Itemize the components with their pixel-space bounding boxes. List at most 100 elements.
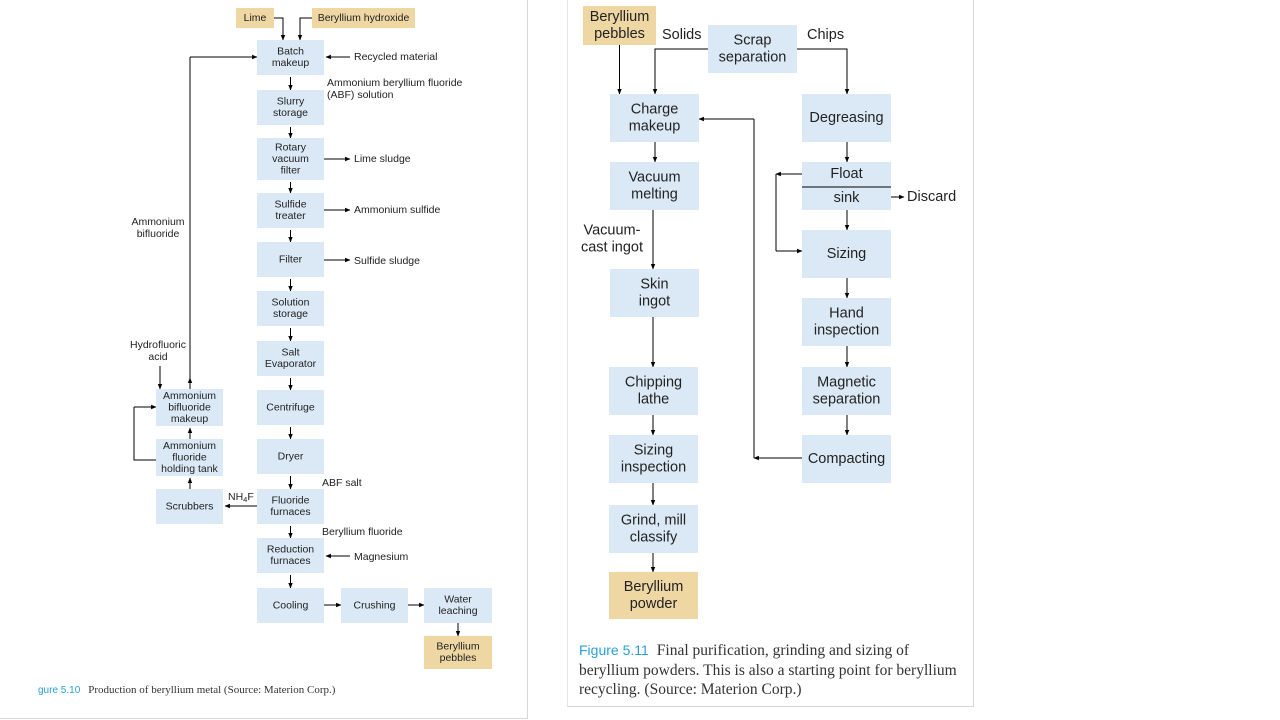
left-node-cooling-label: Cooling bbox=[273, 599, 309, 611]
left-node-cooling-box bbox=[257, 588, 324, 623]
left-arrow-beryllium-hydroxide bbox=[297, 17, 312, 41]
right-node-skin-ingot-box bbox=[610, 269, 699, 317]
right-node-degreasing: Degreasing bbox=[802, 94, 891, 142]
left-node-filter-label: Filter bbox=[279, 253, 303, 265]
left-label-abf-solution: Ammonium beryllium fluoride(ABF) solutio… bbox=[327, 77, 463, 101]
right-arrow-chips bbox=[797, 48, 850, 95]
right-label-vacuum-cast-ingot: Vacuum-cast ingot bbox=[581, 222, 643, 255]
left-node-dryer: Dryer bbox=[257, 439, 324, 474]
left-node-crushing-label: Crushing bbox=[353, 599, 395, 611]
left-node-sulfide-treater-box bbox=[257, 193, 324, 228]
right-node-degreasing-label: Degreasing bbox=[809, 110, 883, 126]
right-node-charge-makeup-box bbox=[610, 94, 699, 142]
right-label-solids: Solids bbox=[662, 27, 702, 43]
figure-5-10-caption-text: Production of beryllium metal (Source: M… bbox=[88, 684, 336, 696]
left-label-abf-salt: ABF salt bbox=[322, 477, 362, 489]
right-node-chipping-lathe-box bbox=[609, 367, 698, 415]
left-label-ammonium-sulfide: Ammonium sulfide bbox=[354, 204, 441, 216]
left-node-beryllium-hydroxide: Beryllium hydroxide bbox=[312, 8, 415, 28]
flow-connectors bbox=[133, 17, 905, 637]
left-node-centrifuge-label: Centrifuge bbox=[266, 401, 315, 413]
left-node-centrifuge: Centrifuge bbox=[257, 390, 324, 425]
right-node-scrap-separation-box bbox=[708, 25, 797, 73]
right-label-chips: Chips bbox=[807, 27, 844, 43]
right-node-magnetic-separation-box bbox=[802, 367, 891, 415]
left-node-crushing-box bbox=[341, 588, 408, 623]
figure-5-11-number: Figure 5.11 bbox=[579, 642, 649, 658]
right-node-sizing-inspection-box bbox=[609, 435, 698, 483]
left-node-lime-label: Lime bbox=[244, 12, 267, 24]
left-node-fluoride-furnaces-box bbox=[257, 489, 324, 524]
left-node-crushing: Crushing bbox=[341, 588, 408, 623]
left-node-scrubbers: Scrubbers bbox=[156, 489, 223, 524]
left-node-lime: Lime bbox=[236, 8, 274, 28]
right-node-sizing-box bbox=[802, 230, 891, 278]
right-node-beryllium-powder-box bbox=[609, 572, 698, 619]
left-label-beryllium-fluoride: Beryllium fluoride bbox=[322, 526, 403, 538]
right-label-discard: Discard bbox=[907, 189, 956, 205]
right-arrow-solids bbox=[652, 48, 708, 95]
left-node-solution-storage-box bbox=[257, 291, 324, 326]
left-node-dryer-label: Dryer bbox=[278, 450, 304, 462]
left-node-ammonium-fluoride-holding-tank-box bbox=[156, 439, 223, 476]
left-label-nh4f: NH4F bbox=[228, 491, 254, 504]
right-node-compacting-label: Compacting bbox=[808, 451, 885, 467]
left-node-salt-evaporator-box bbox=[257, 341, 324, 376]
left-loop-line bbox=[133, 407, 156, 461]
left-node-cooling: Cooling bbox=[257, 588, 324, 623]
left-label-lime-sludge: Lime sludge bbox=[354, 153, 411, 165]
left-node-scrubbers-box bbox=[156, 489, 223, 524]
right-node-hand-inspection-box bbox=[802, 298, 891, 346]
left-node-ammonium-bifluoride-makeup-box bbox=[156, 389, 223, 426]
right-node-beryllium-pebbles-box bbox=[583, 6, 656, 45]
right-node-vacuum-melting-box bbox=[610, 162, 699, 210]
right-node-float-sink-box bbox=[802, 162, 891, 210]
left-label-sulfide-sludge: Sulfide sludge bbox=[354, 255, 420, 267]
figure-5-11-caption-text: Final purification, grinding and sizing … bbox=[579, 642, 957, 698]
right-node-sink-label: sink bbox=[834, 190, 861, 206]
left-node-slurry-storage-box bbox=[257, 90, 324, 125]
left-node-beryllium-pebbles-box bbox=[424, 636, 492, 669]
